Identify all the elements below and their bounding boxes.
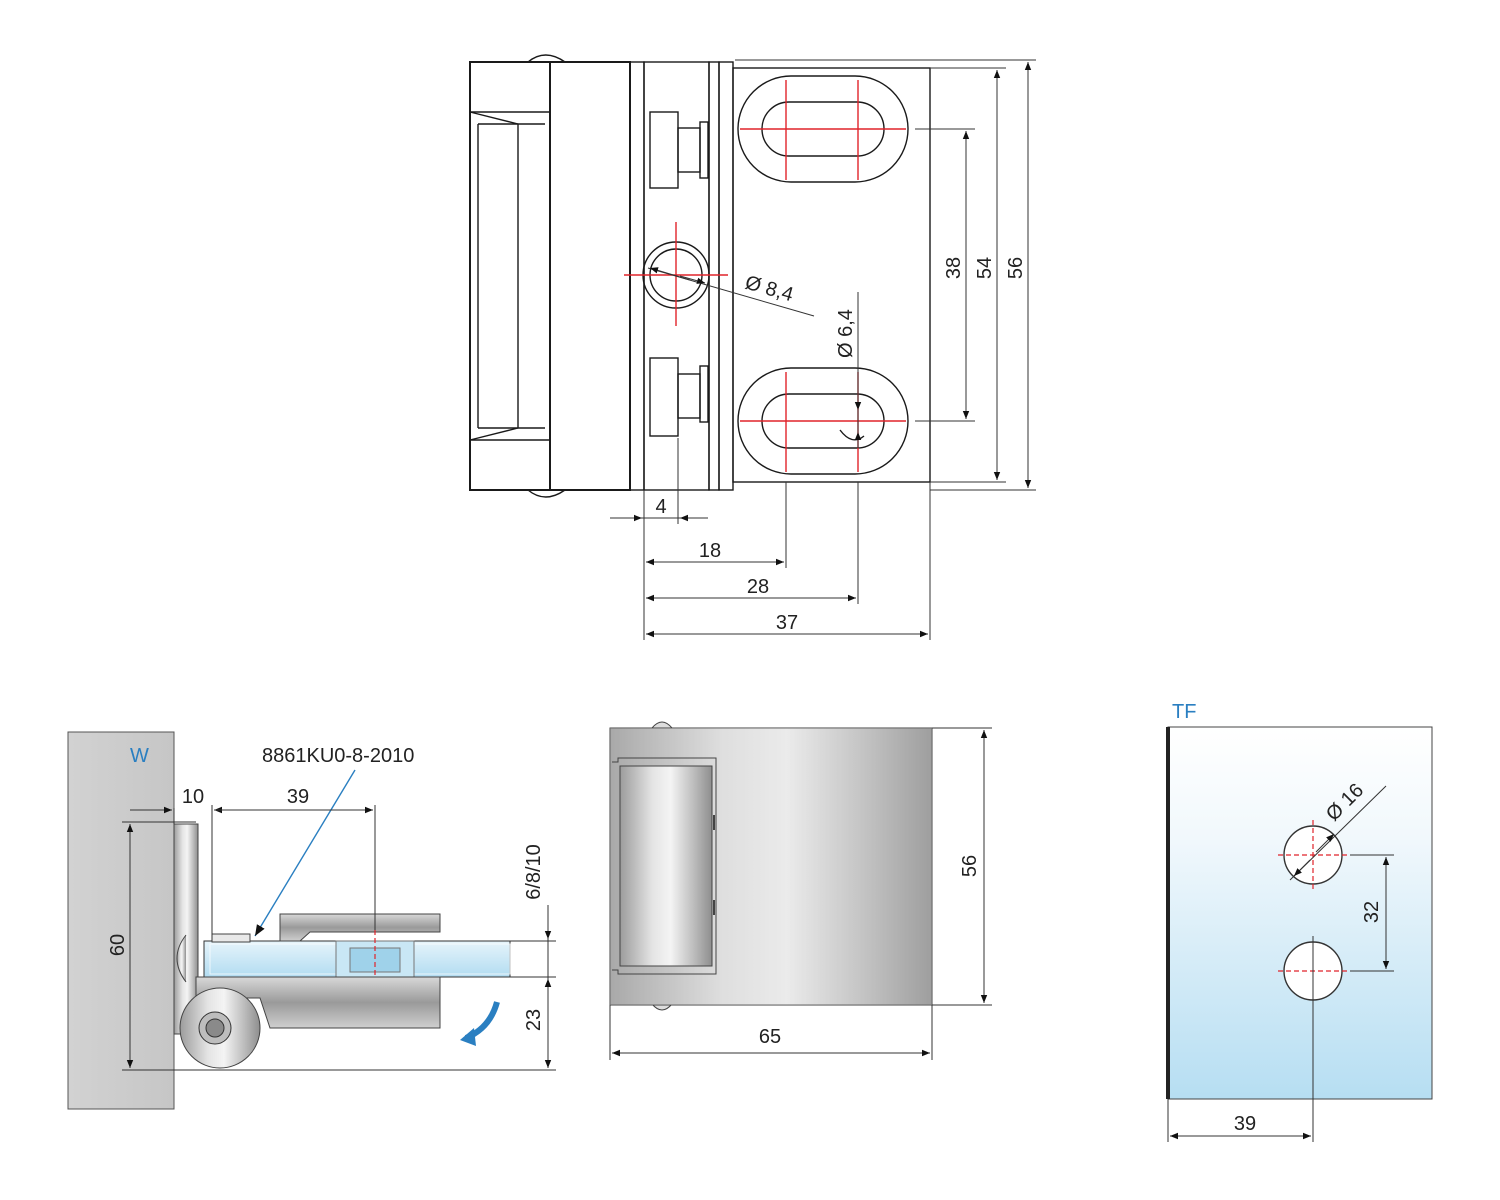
part-number-label: 8861KU0-8-2010	[262, 745, 414, 767]
dimension-65: 65	[609, 1005, 933, 1060]
dimension-dia-8-4: Ø 8,4	[647, 267, 815, 317]
dimension-56-front: 56	[932, 727, 992, 1006]
front-view: 56 65	[609, 721, 992, 1060]
dim-37-label: 37	[776, 612, 798, 634]
side-view: W 8861KU0-8-2010 10	[67, 731, 556, 1110]
dimension-37: 37	[646, 482, 931, 640]
dim-39-side-label: 39	[287, 786, 309, 808]
dimension-18: 18	[646, 482, 787, 568]
mounting-plate	[732, 67, 931, 483]
dimension-60: 60	[107, 821, 556, 1071]
dim-65-label: 65	[759, 1026, 781, 1048]
dimension-32: 32	[1350, 854, 1394, 972]
dim-39-glass-label: 39	[1234, 1113, 1256, 1135]
dimension-glass-thickness: 6/8/10	[510, 844, 556, 1012]
dim-23-label: 23	[523, 1009, 545, 1031]
dim-4-label: 4	[655, 496, 666, 518]
dim-38-label: 38	[943, 257, 965, 279]
dim-glass-label: 6/8/10	[523, 844, 545, 900]
dimension-39-glass: 39	[1167, 1099, 1311, 1142]
dim-56-front-label: 56	[959, 855, 981, 877]
dim-56-label: 56	[1005, 257, 1027, 279]
dimension-54: 54	[930, 67, 1006, 483]
clamp-plates	[624, 61, 734, 491]
dim-18-label: 18	[699, 540, 721, 562]
wall-label: W	[130, 745, 149, 767]
clamp-top	[279, 913, 441, 942]
dimension-56: 56	[735, 59, 1036, 491]
dimension-dia-6-4: Ø 6,4	[835, 292, 862, 448]
dimension-39-side: 39	[214, 786, 376, 930]
top-view: 38 54 56 Ø 8,4 Ø 6,4	[469, 54, 1036, 640]
dim-54-label: 54	[974, 257, 996, 279]
hinge-body-left	[469, 54, 631, 498]
dim-60-label: 60	[107, 934, 129, 956]
glass-view: TF Ø 16 32 39	[1166, 701, 1433, 1142]
glass-view-label: TF	[1172, 701, 1196, 723]
dimension-28: 28	[646, 482, 859, 604]
dimension-4: 4	[610, 438, 708, 640]
dia-6-4-label: Ø 6,4	[835, 309, 857, 358]
glass-pane	[1167, 726, 1433, 1100]
dia-8-4-label: Ø 8,4	[743, 272, 796, 307]
dimension-38: 38	[915, 128, 975, 422]
dim-28-label: 28	[747, 576, 769, 598]
dim-32-label: 32	[1361, 901, 1383, 923]
dim-10-label: 10	[182, 786, 204, 808]
wall	[67, 731, 175, 1110]
dimension-23: 23	[523, 979, 552, 1068]
